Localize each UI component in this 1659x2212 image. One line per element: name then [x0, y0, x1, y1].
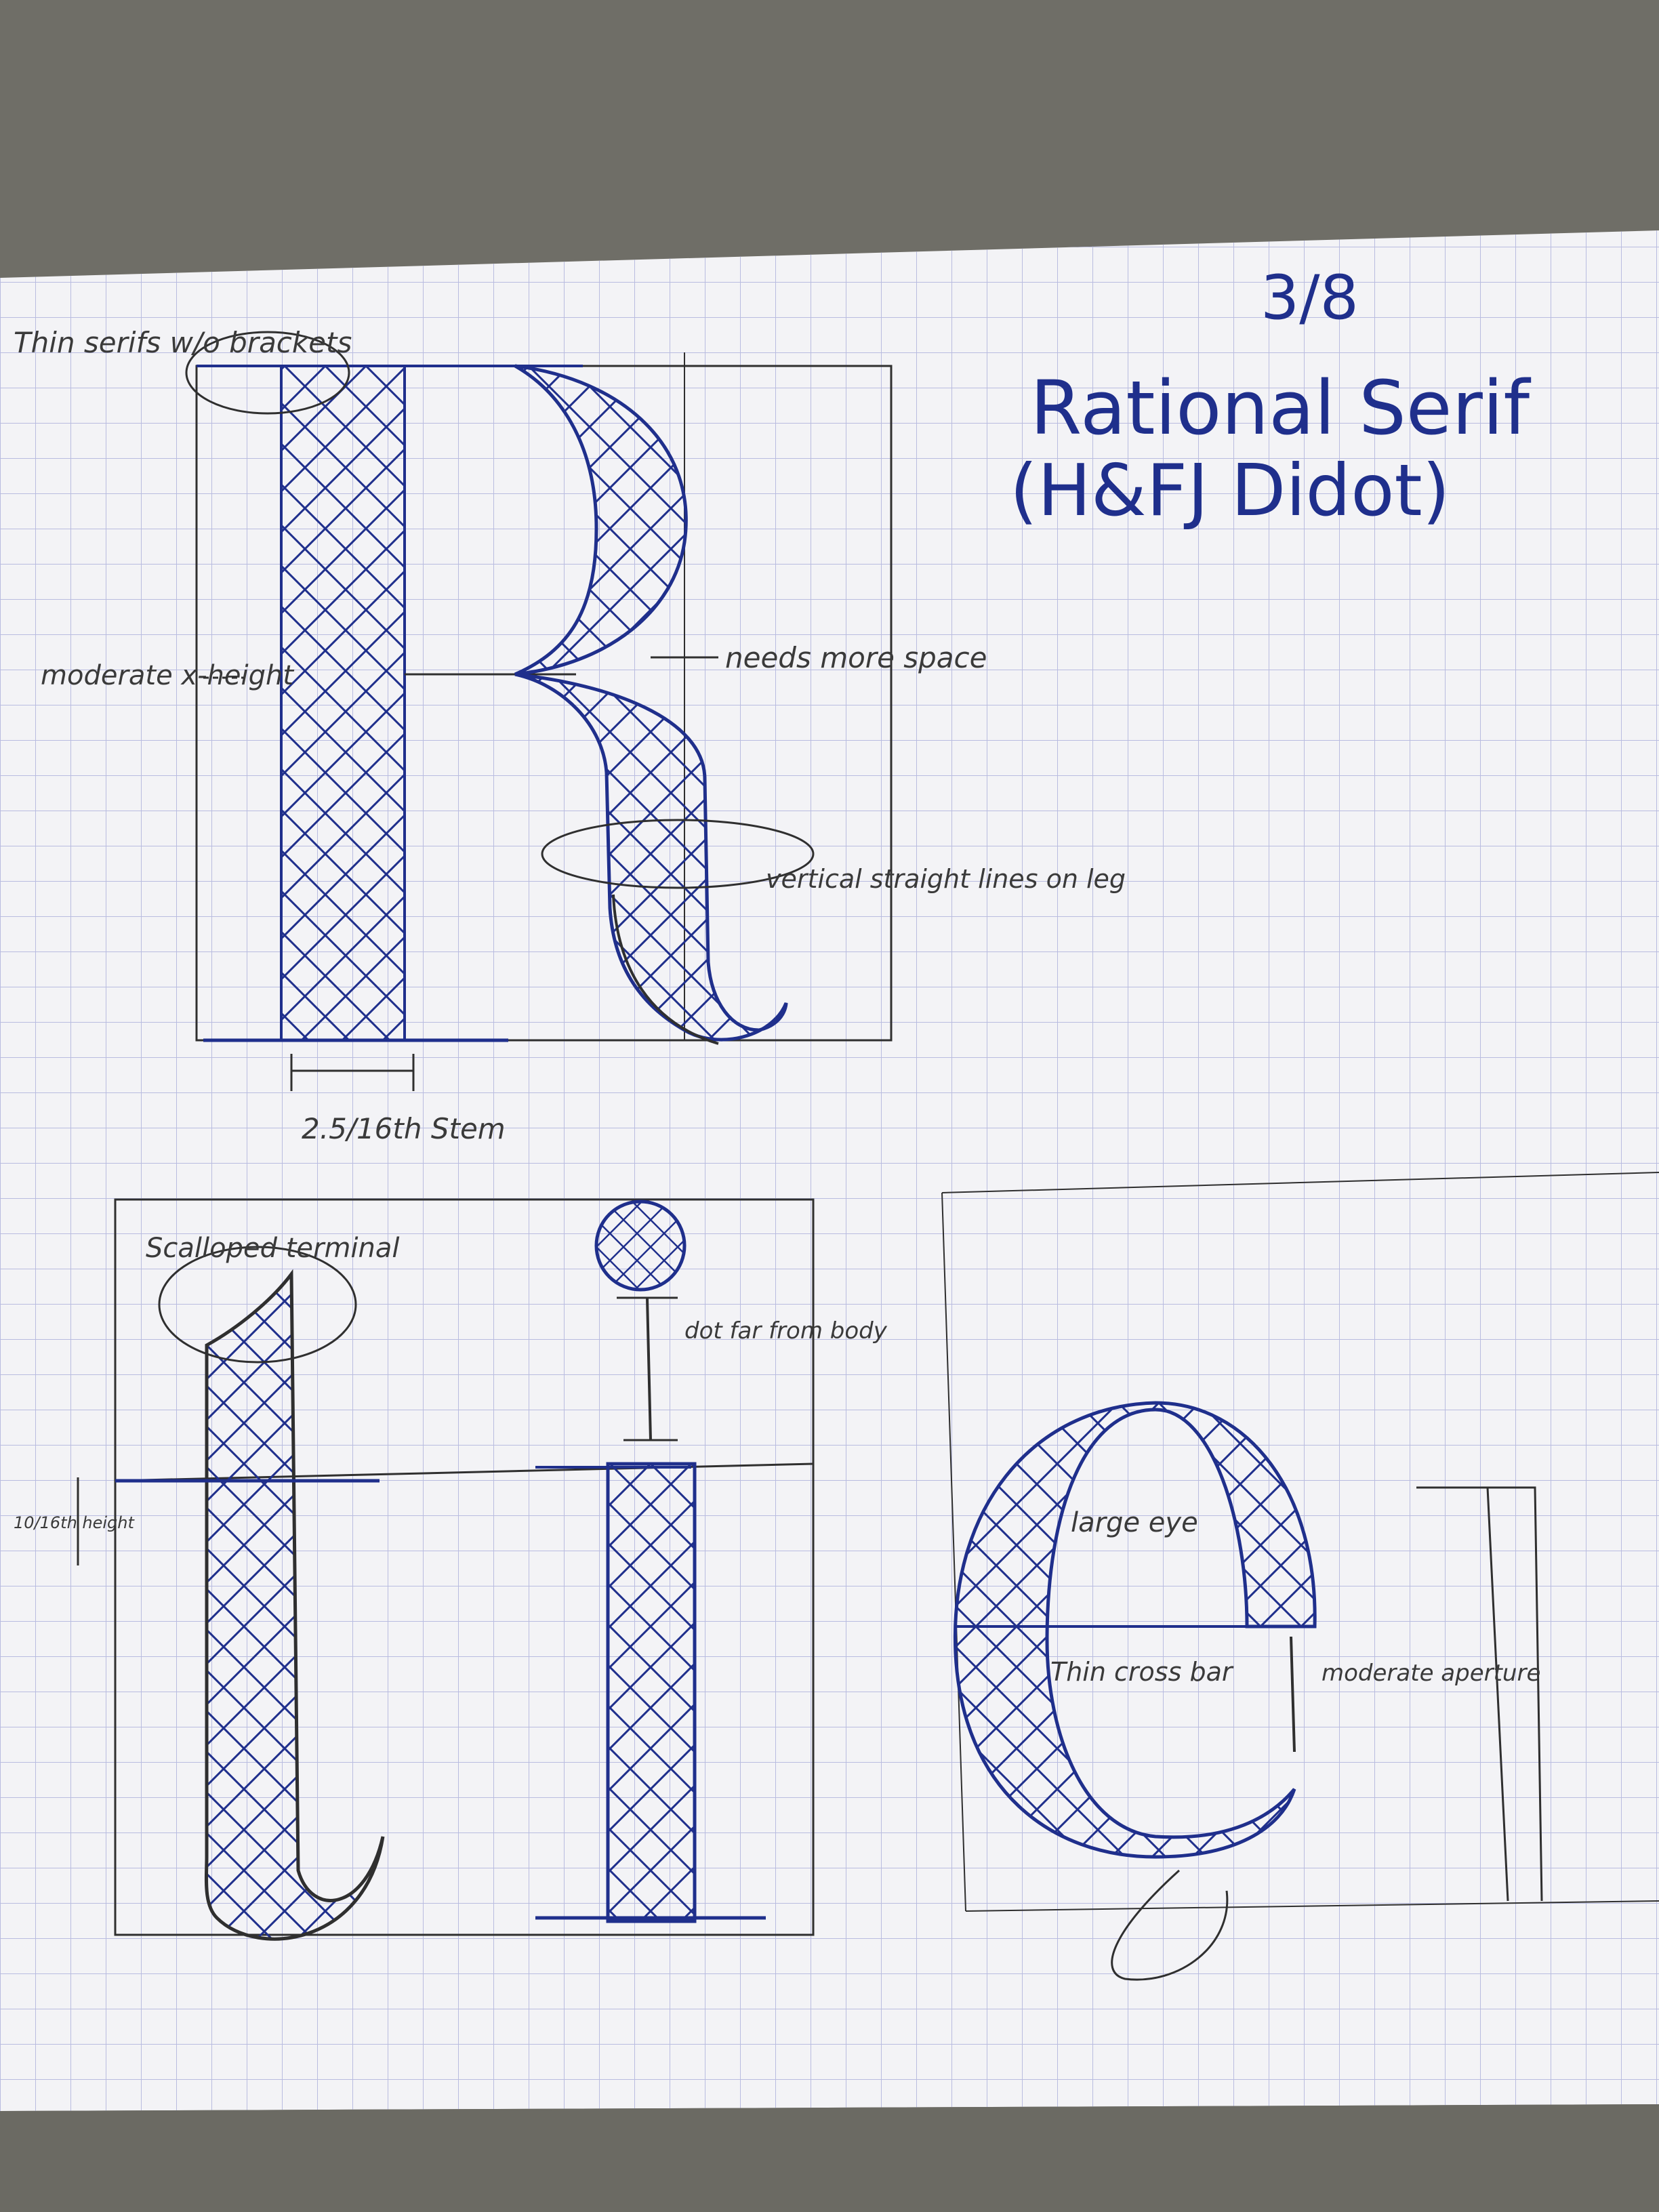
r-stem: [280, 365, 406, 1042]
annotation-thin-serifs: Thin serifs w/o brackets: [14, 326, 352, 359]
i-stem: [606, 1462, 697, 1923]
letter-r-sketch: [195, 352, 893, 1045]
annotation-large-eye: large eye: [1071, 1507, 1198, 1538]
letter-e-sketch: [941, 1172, 1659, 1912]
annotation-moderate-aperture: moderate aperture: [1322, 1660, 1540, 1687]
annotation-moderate-xheight: moderate x-height: [41, 660, 294, 691]
r-leg: [514, 672, 788, 1042]
page-number: 3/8: [1261, 262, 1359, 333]
grid-lines: [0, 230, 1659, 2111]
r-bowl: [514, 364, 688, 676]
title-line-1: Rational Serif: [1030, 365, 1531, 451]
terminal-circle: [158, 1246, 357, 1364]
annotation-vertical-straight: vertical straight lines on leg: [766, 864, 1126, 894]
annotation-scalloped-terminal: Scalloped terminal: [146, 1233, 400, 1264]
letter-t-i-sketch: [114, 1198, 815, 1941]
annotation-dot-far: dot far from body: [684, 1317, 888, 1345]
serif-circle: [185, 331, 350, 415]
annotation-stem: 2.5/16th Stem: [302, 1112, 506, 1145]
annotation-ten-sixteenth: 10/16th height: [14, 1513, 136, 1532]
e-body: [953, 1401, 1317, 1859]
desk-bottom: [0, 2104, 1659, 2212]
annotation-needs-more-space: needs more space: [725, 641, 987, 674]
i-dot: [594, 1200, 687, 1292]
annotation-thin-crossbar: Thin cross bar: [1050, 1657, 1234, 1687]
leg-circle: [541, 819, 815, 889]
t-stem: [204, 1269, 385, 1941]
title-line-2: (H&FJ Didot): [1010, 449, 1450, 532]
